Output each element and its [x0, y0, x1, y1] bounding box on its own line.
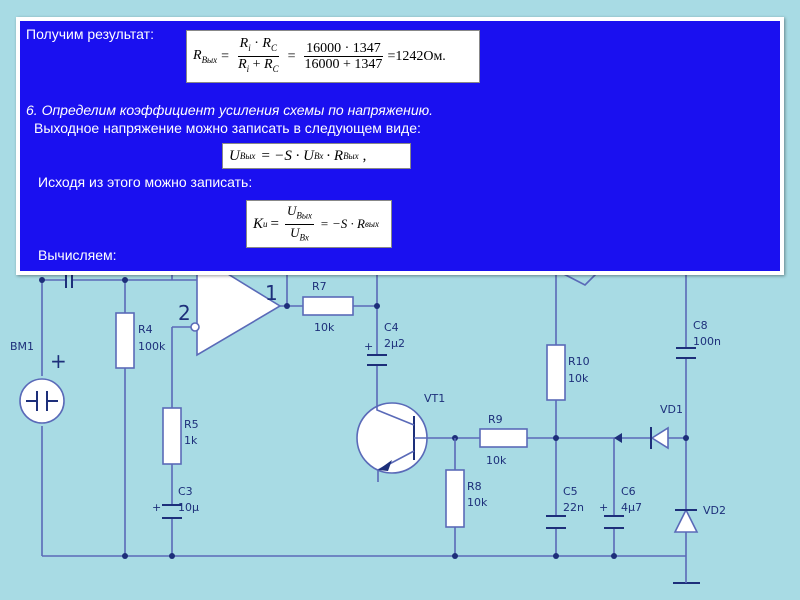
opamp-output-wire	[280, 270, 377, 307]
c4-plus: +	[364, 340, 373, 353]
bm1-label: BM1	[10, 340, 34, 353]
microphone-plates	[26, 391, 58, 411]
r5-value: 1k	[184, 434, 198, 447]
resistor-r5	[162, 407, 182, 465]
diode-vd1	[650, 426, 669, 450]
r4-value: 100k	[138, 340, 166, 353]
c5-label: C5	[563, 485, 578, 498]
formula-output-resistance: RВых = Ri · RC Ri + RC = 16000 · 1347 16…	[186, 30, 480, 83]
formula1-frac-symbolic: Ri · RC Ri + RC	[237, 36, 279, 74]
c3-value: 10µ	[178, 501, 199, 514]
r10-label: R10	[568, 355, 590, 368]
c6-label: C6	[621, 485, 636, 498]
junction-dot-ground3	[452, 553, 458, 559]
c8-label: C8	[693, 319, 708, 332]
microphone-bm1	[19, 378, 65, 424]
output-voltage-text: Выходное напряжение можно записать в сле…	[34, 120, 421, 136]
opamp-inverting-bubble	[190, 322, 200, 332]
resistor-r4	[115, 312, 135, 369]
opamp-pin2: 2	[178, 301, 191, 325]
resistor-r8	[445, 469, 465, 528]
junction-dot-r10	[553, 435, 559, 441]
result-heading: Получим результат:	[26, 26, 154, 42]
vt1-label: VT1	[424, 392, 445, 405]
capacitor-c5	[546, 515, 566, 529]
junction-dot-ground	[169, 553, 175, 559]
capacitor-c3	[162, 504, 182, 519]
c4-label: C4	[384, 321, 399, 334]
junction-dot-mic	[39, 277, 45, 283]
vd2-label: VD2	[703, 504, 726, 517]
junction-dot-ground4	[553, 553, 559, 559]
junction-dot-opamp-out	[284, 303, 290, 309]
capacitor-c8	[676, 347, 696, 359]
c3-plus: +	[152, 501, 161, 514]
capacitor-c6	[604, 515, 624, 529]
r9-value: 10k	[486, 454, 507, 467]
vt1-emitter-arrow	[378, 460, 392, 471]
explanation-panel: Получим результат: RВых = Ri · RC Ri + R…	[16, 17, 784, 275]
r7-value: 10k	[314, 321, 335, 334]
resistor-r9	[479, 428, 528, 448]
r7-label: R7	[312, 280, 327, 293]
c6-plus: +	[599, 501, 608, 514]
formula1-lhs: RВых	[193, 48, 218, 65]
diode-vd2	[673, 508, 699, 533]
r8-value: 10k	[467, 496, 488, 509]
calculate-text: Вычисляем:	[38, 247, 117, 263]
c6-arrow	[614, 433, 622, 443]
junction-dot-ground2	[122, 553, 128, 559]
junction-dot-r4	[122, 277, 128, 283]
upper-wire-stub	[555, 269, 601, 286]
bm1-plus: +	[50, 349, 67, 373]
resistor-r10	[546, 344, 566, 401]
junction-dot-ground5	[611, 553, 617, 559]
capacitor-c4	[367, 354, 387, 366]
r10-value: 10k	[568, 372, 589, 385]
formula1-result: =1242Ом.	[387, 48, 446, 64]
junction-dot-c4	[374, 303, 380, 309]
junction-dot-right	[683, 435, 689, 441]
opamp-pin1: 1	[265, 281, 278, 305]
r4-label: R4	[138, 323, 153, 336]
from-this-text: Исходя из этого можно записать:	[38, 174, 253, 190]
input-capacitor	[65, 273, 73, 288]
c3-label: C3	[178, 485, 193, 498]
c8-value: 100n	[693, 335, 721, 348]
r9-label: R9	[488, 413, 503, 426]
c4-value: 2µ2	[384, 337, 405, 350]
step6-heading: 6. Определим коэффициент усиления схемы …	[26, 102, 434, 118]
r5-label: R5	[184, 418, 199, 431]
c5-value: 22n	[563, 501, 584, 514]
r8-label: R8	[467, 480, 482, 493]
resistor-r7	[302, 296, 354, 316]
c6-value: 4µ7	[621, 501, 642, 514]
opamp-triangle	[196, 253, 282, 357]
vd1-label: VD1	[660, 403, 683, 416]
formula1-frac-numeric: 16000 · 1347 16000 + 1347	[304, 41, 383, 72]
